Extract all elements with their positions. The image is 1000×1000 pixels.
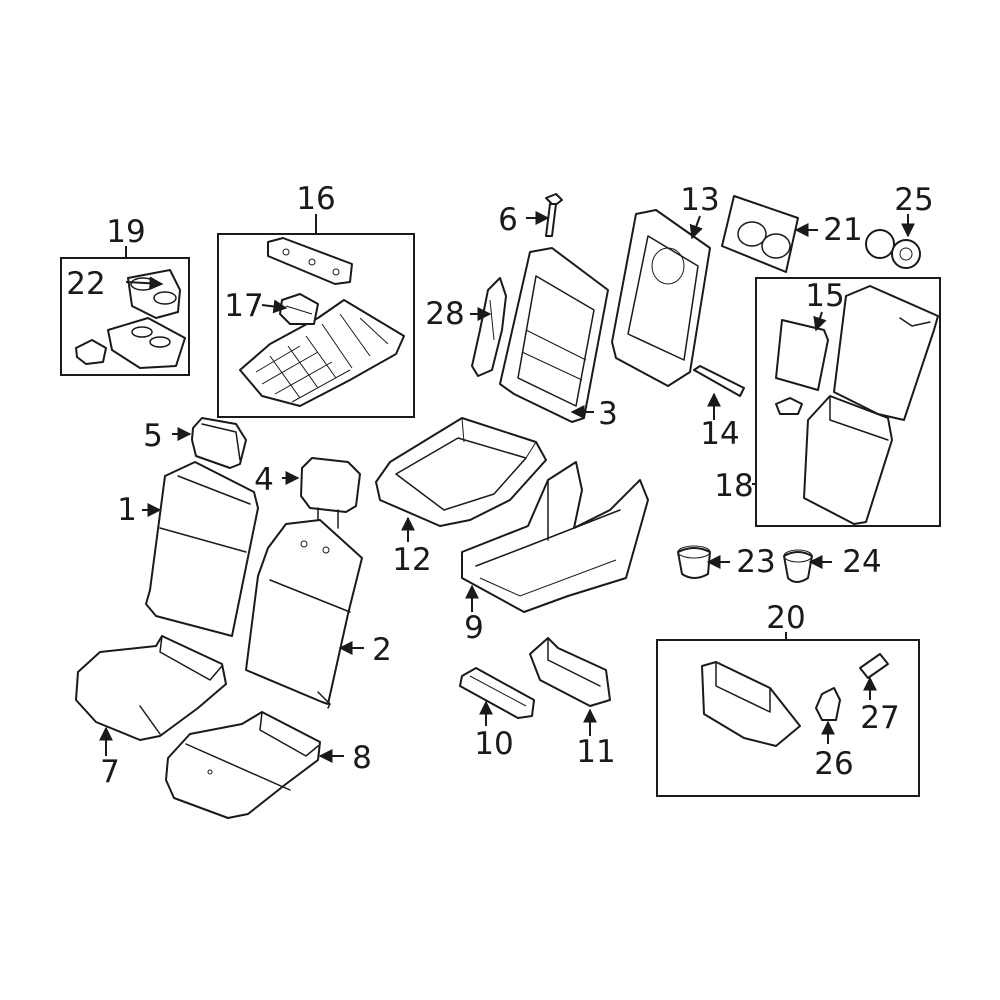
part-11-bracket (529, 637, 611, 707)
group-box-18 (755, 277, 941, 527)
part-8-seat-cushion-pad (165, 711, 321, 819)
part-7-seat-cushion-cover (75, 635, 227, 741)
part-3-seat-back-frame (499, 247, 609, 423)
callout-10: 10 (474, 726, 513, 762)
callout-5: 5 (143, 418, 163, 454)
callout-11: 11 (576, 734, 615, 770)
callout-16: 16 (296, 181, 335, 217)
part-18-armrest-lid (833, 285, 939, 421)
callout-22: 22 (66, 266, 105, 302)
part-10-rail (459, 667, 535, 719)
part-5-headrest (191, 417, 247, 469)
part-18-bin (775, 395, 893, 525)
part-6-bolt (545, 193, 563, 237)
callout-17: 17 (224, 288, 263, 324)
part-16-mat (239, 299, 405, 407)
part-23-cup-ring (677, 545, 711, 579)
callout-26: 26 (814, 746, 853, 782)
part-15-pad (775, 319, 829, 391)
part-16-cover-plate (267, 237, 353, 285)
callout-7: 7 (100, 754, 120, 790)
callout-numbers: 19 22 16 17 5 1 4 2 7 8 6 28 3 13 21 25 … (66, 181, 933, 790)
part-20-storage-bin (701, 661, 801, 747)
callout-19: 19 (106, 214, 145, 250)
callout-6: 6 (498, 202, 518, 238)
callout-1: 1 (117, 492, 137, 528)
callout-13: 13 (680, 182, 719, 218)
callout-4: 4 (254, 462, 274, 498)
part-21-cup-holder-insert (721, 195, 799, 273)
callout-14: 14 (700, 416, 739, 452)
callout-23: 23 (736, 544, 775, 580)
callout-18: 18 (714, 468, 753, 504)
part-12-console-tray (375, 417, 547, 527)
callout-25: 25 (894, 182, 933, 218)
part-25-cup-insert (865, 229, 921, 269)
callout-20: 20 (766, 600, 805, 636)
part-13-seat-back-panel (611, 209, 711, 387)
callout-12: 12 (392, 542, 431, 578)
part-28-bracket (471, 277, 507, 377)
callout-27: 27 (860, 700, 899, 736)
callout-24: 24 (842, 544, 881, 580)
callout-28: 28 (425, 296, 464, 332)
part-26-button (815, 687, 841, 721)
callout-15: 15 (805, 278, 844, 314)
part-17-clip (279, 293, 319, 325)
part-14-trim-strip (693, 365, 745, 397)
part-19-tray (75, 317, 186, 369)
part-2-seat-back-pad (245, 519, 363, 709)
part-27-pin (859, 653, 889, 679)
part-22-cup-holder (127, 269, 181, 319)
callout-3: 3 (598, 396, 618, 432)
part-9-seat-frame (461, 461, 649, 613)
callout-8: 8 (352, 740, 372, 776)
leader-lines (99, 211, 915, 763)
part-24-cup-ring (783, 549, 813, 583)
group-box-20 (656, 639, 920, 797)
part-1-seat-back-cover (145, 461, 259, 637)
callout-9: 9 (464, 610, 484, 646)
callout-21: 21 (823, 212, 862, 248)
part-4-headrest (300, 457, 361, 529)
callout-2: 2 (372, 632, 392, 668)
